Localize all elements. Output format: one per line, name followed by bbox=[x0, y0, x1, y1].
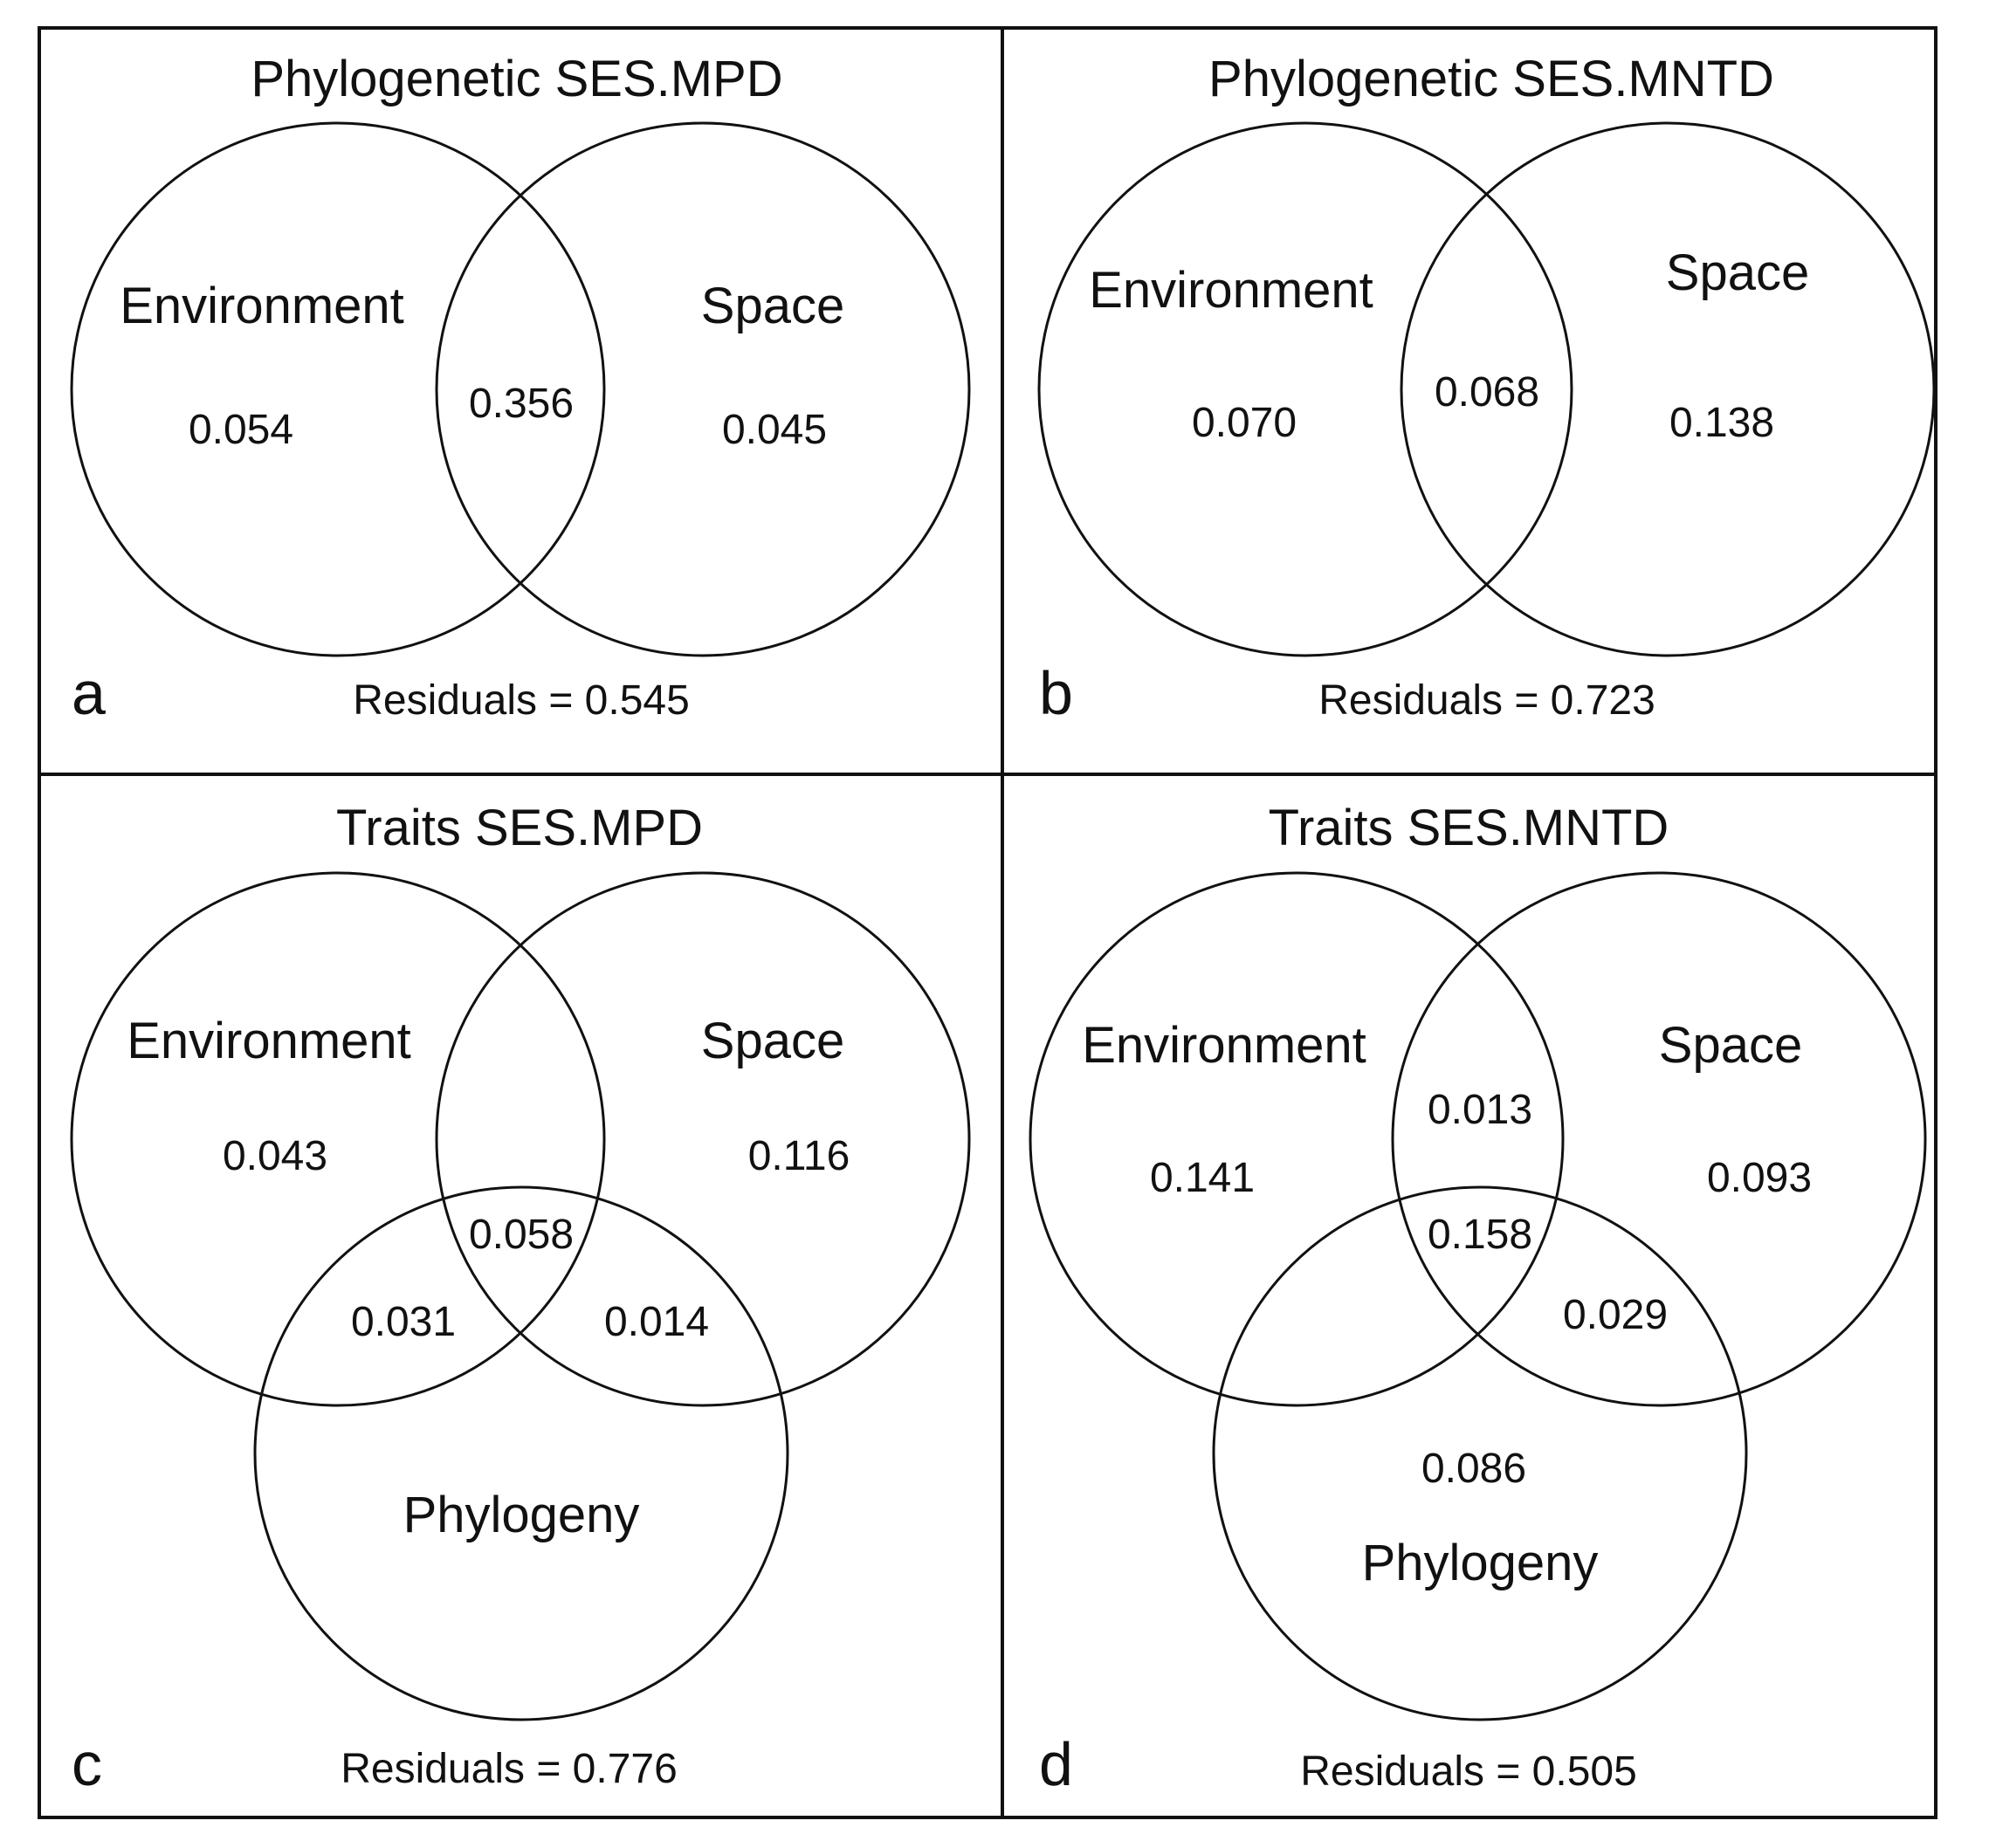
panel-a-letter: a bbox=[72, 659, 106, 727]
panel-a-space-label: Space bbox=[701, 278, 844, 334]
panel-c-all-three-value: 0.058 bbox=[469, 1212, 574, 1258]
panel-d-phylogeny-value: 0.086 bbox=[1421, 1446, 1526, 1492]
panel-c-environment-value: 0.043 bbox=[223, 1133, 327, 1179]
panel-c-phylogeny-label: Phylogeny bbox=[403, 1487, 640, 1543]
panel-d: Traits SES.MNTD Environment Space Phylog… bbox=[1029, 800, 1927, 1798]
panel-d-space-circle bbox=[1391, 871, 1927, 1407]
panel-d-space-phylo-value: 0.029 bbox=[1563, 1292, 1668, 1338]
panel-d-environment-label: Environment bbox=[1082, 1017, 1366, 1074]
panel-c-residuals: Residuals = 0.776 bbox=[341, 1746, 678, 1792]
panel-d-space-value: 0.093 bbox=[1707, 1155, 1812, 1201]
panel-d-environment-circle bbox=[1029, 871, 1565, 1407]
panel-a-environment-value: 0.054 bbox=[189, 407, 293, 453]
panel-c-space-phylo-value: 0.014 bbox=[604, 1299, 709, 1345]
panel-c-environment-circle bbox=[70, 871, 606, 1407]
panel-b-environment-label: Environment bbox=[1089, 262, 1373, 319]
panel-d-phylogeny-label: Phylogeny bbox=[1362, 1535, 1599, 1591]
panel-c-space-label: Space bbox=[701, 1013, 844, 1069]
panel-c-title: Traits SES.MPD bbox=[336, 800, 703, 856]
figure-frame bbox=[38, 26, 1937, 1819]
panel-a-environment-circle bbox=[70, 121, 606, 657]
panel-c-phylogeny-circle bbox=[253, 1185, 789, 1721]
panel-b-space-circle bbox=[1400, 121, 1936, 657]
panel-c: Traits SES.MPD Environment Space Phyloge… bbox=[70, 800, 971, 1798]
panel-a-title: Phylogenetic SES.MPD bbox=[251, 51, 782, 107]
panel-d-all-three-value: 0.158 bbox=[1428, 1212, 1532, 1258]
panel-a-space-circle bbox=[435, 121, 971, 657]
panel-a-environment-label: Environment bbox=[120, 278, 404, 334]
panel-c-env-phylo-value: 0.031 bbox=[351, 1299, 456, 1345]
panel-d-environment-value: 0.141 bbox=[1150, 1155, 1255, 1201]
panel-b-shared-value: 0.068 bbox=[1435, 369, 1539, 416]
panel-c-space-value: 0.116 bbox=[748, 1133, 850, 1179]
panel-d-letter: d bbox=[1039, 1730, 1073, 1798]
panel-b-environment-value: 0.070 bbox=[1192, 400, 1297, 446]
panel-a: Phylogenetic SES.MPD Environment Space 0… bbox=[70, 51, 971, 727]
panel-c-letter: c bbox=[72, 1730, 102, 1798]
panel-d-title: Traits SES.MNTD bbox=[1269, 800, 1669, 856]
panel-d-env-space-value: 0.013 bbox=[1428, 1087, 1532, 1133]
panel-d-space-label: Space bbox=[1659, 1017, 1802, 1074]
panel-d-phylogeny-circle bbox=[1212, 1185, 1748, 1721]
panel-b-title: Phylogenetic SES.MNTD bbox=[1208, 51, 1774, 107]
panel-a-space-value: 0.045 bbox=[722, 407, 827, 453]
panel-b-space-label: Space bbox=[1666, 244, 1809, 301]
panel-d-residuals: Residuals = 0.505 bbox=[1300, 1748, 1637, 1795]
panel-c-space-circle bbox=[435, 871, 971, 1407]
panel-b-letter: b bbox=[1039, 659, 1073, 727]
panel-a-residuals: Residuals = 0.545 bbox=[353, 677, 690, 724]
panel-b-residuals: Residuals = 0.723 bbox=[1318, 677, 1655, 724]
panel-c-environment-label: Environment bbox=[127, 1013, 411, 1069]
panel-b: Phylogenetic SES.MNTD Environment Space … bbox=[1037, 51, 1936, 727]
panel-b-space-value: 0.138 bbox=[1669, 400, 1774, 446]
panel-a-shared-value: 0.356 bbox=[469, 381, 574, 427]
panel-b-environment-circle bbox=[1037, 121, 1573, 657]
